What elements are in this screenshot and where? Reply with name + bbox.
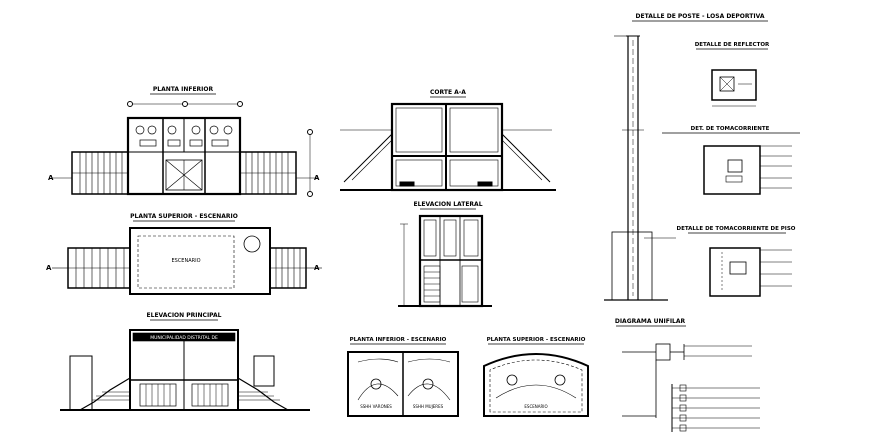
elevacion-principal: ELEVACION PRINCIPAL MUNICIPALIDAD DISTRI… xyxy=(60,312,310,411)
elevacion-principal-title: ELEVACION PRINCIPAL xyxy=(147,312,222,319)
detalle-tomacorriente-title: DET. DE TOMACORRIENTE xyxy=(691,126,770,132)
planta-superior-escenario-plan: PLANTA SUPERIOR - ESCENARIO ESCENARIO A … xyxy=(46,213,322,295)
section-marker-a-right-1: A xyxy=(314,174,320,182)
detalle-reflector-title: DETALLE DE REFLECTOR xyxy=(695,42,770,48)
planta-inferior-escenario-electrical: PLANTA INFERIOR - ESCENARIO SSHH VARONES… xyxy=(347,337,459,417)
section-marker-a-left-2: A xyxy=(46,264,52,272)
elevacion-lateral: ELEVACION LATERAL xyxy=(398,201,492,308)
ssvv-mujeres-label: SSHH MUJERES xyxy=(413,404,444,409)
planta-superior-escenario-electrical: PLANTA SUPERIOR - ESCENARIO ESCENARIO xyxy=(483,337,589,417)
section-marker-a-left-1: A xyxy=(48,174,54,182)
planta-inferior-title: PLANTA INFERIOR xyxy=(153,86,214,93)
elevacion-lateral-title: ELEVACION LATERAL xyxy=(413,201,482,208)
corte-aa-section: CORTE A-A xyxy=(340,89,556,192)
detalle-reflector: DETALLE DE REFLECTOR xyxy=(695,42,770,107)
detalle-tomacorriente-piso-title: DETALLE DE TOMACORRIENTE DE PISO xyxy=(677,226,796,232)
planta-superior-escenario-title-2: PLANTA SUPERIOR - ESCENARIO xyxy=(487,337,586,343)
detalle-tomacorriente: DET. DE TOMACORRIENTE xyxy=(662,126,800,195)
facade-banner-text: MUNICIPALIDAD DISTRITAL DE xyxy=(150,335,218,341)
diagrama-unifilar-title: DIAGRAMA UNIFILAR xyxy=(615,318,686,325)
diagrama-unifilar: DIAGRAMA UNIFILAR xyxy=(615,318,760,432)
planta-superior-title: PLANTA SUPERIOR - ESCENARIO xyxy=(130,213,238,220)
corte-aa-title: CORTE A-A xyxy=(430,89,466,96)
detalle-poste: DETALLE DE POSTE - LOSA DEPORTIVA xyxy=(604,13,768,301)
section-marker-a-right-2: A xyxy=(314,264,320,272)
escenario-label-2: ESCENARIO xyxy=(524,404,547,409)
detalle-poste-title: DETALLE DE POSTE - LOSA DEPORTIVA xyxy=(636,13,765,20)
ssvv-varones-label: SSHH VARONES xyxy=(360,404,392,409)
escenario-label: ESCENARIO xyxy=(171,258,200,264)
planta-inferior-escenario-title: PLANTA INFERIOR - ESCENARIO xyxy=(350,337,447,343)
planta-inferior-plan: PLANTA INFERIOR xyxy=(48,86,320,197)
detalle-tomacorriente-piso: DETALLE DE TOMACORRIENTE DE PISO xyxy=(677,226,796,297)
